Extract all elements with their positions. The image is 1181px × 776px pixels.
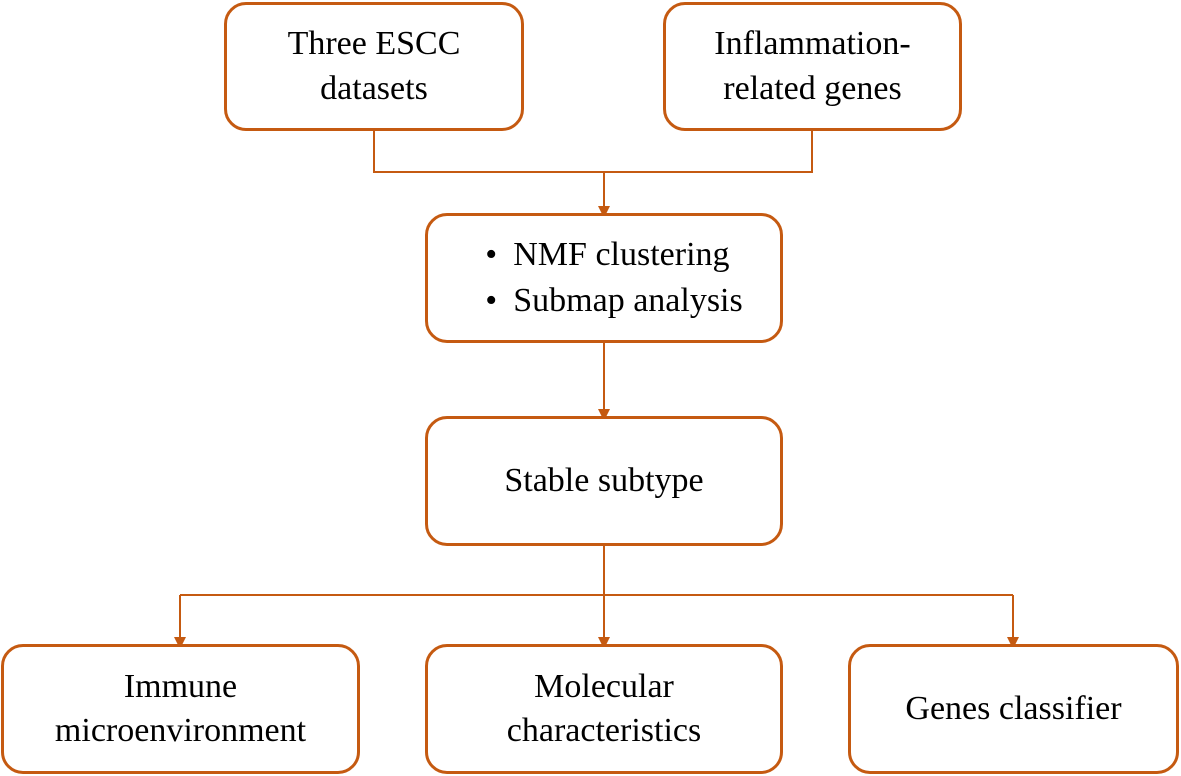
methods-bullet-list: • NMF clustering • Submap analysis (465, 232, 742, 324)
node-stable-subtype: Stable subtype (425, 416, 783, 546)
node-label-line: related genes (723, 69, 902, 107)
node-label-line: Molecular (534, 667, 674, 705)
bullet-icon: • (485, 282, 498, 319)
node-label-line: datasets (320, 69, 428, 107)
bullet-text: NMF clustering (513, 236, 730, 274)
node-label-line: Three ESCC (287, 25, 461, 63)
bullet-text: Submap analysis (513, 282, 743, 319)
node-label-line: characteristics (506, 712, 702, 749)
node-label: Inflammation- related genes (714, 22, 910, 110)
node-inflammation-related-genes: Inflammation- related genes (663, 2, 962, 131)
node-label-line: Inflammation- (714, 25, 911, 63)
edge-datasets-to-merge (373, 131, 604, 173)
node-three-escc-datasets: Three ESCC datasets (224, 2, 524, 131)
node-molecular-characteristics: Molecular characteristics (425, 644, 783, 774)
node-label-line: Stable subtype (504, 461, 704, 499)
node-label: Molecular characteristics (507, 665, 701, 753)
node-genes-classifier: Genes classifier (848, 644, 1179, 774)
methods-bullet-item: • Submap analysis (465, 278, 742, 324)
node-label-line: microenvironment (54, 712, 307, 749)
bullet-icon: • (485, 236, 498, 274)
node-label: Three ESCC datasets (288, 22, 461, 110)
node-label-line: Genes classifier (905, 689, 1122, 727)
methods-bullet-item: • NMF clustering (465, 232, 742, 278)
node-methods: • NMF clustering • Submap analysis (425, 213, 783, 343)
edge-genes-to-merge (604, 131, 813, 173)
node-label-line: Immune (123, 667, 238, 705)
node-immune-microenvironment: Immune microenvironment (1, 644, 360, 774)
node-label: Immune microenvironment (55, 665, 306, 753)
